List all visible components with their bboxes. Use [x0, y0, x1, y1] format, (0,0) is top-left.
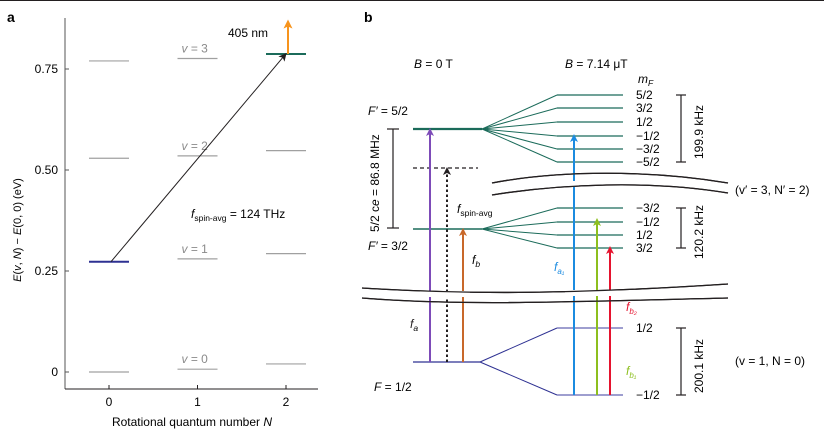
- upper-manifold-label: (v′ = 3, N′ = 2): [735, 183, 810, 197]
- split-F12-label: 200.1 kHz: [692, 339, 706, 393]
- y-tick-label: 0.50: [35, 163, 59, 177]
- mF-label-F12: 1/2: [636, 321, 653, 335]
- ionization-label: 405 nm: [228, 26, 268, 40]
- mF-labels: 5/23/21/2−1/2−3/2−5/2−3/2−1/21/23/21/2−1…: [636, 88, 660, 402]
- split-bracket-F32: [676, 207, 686, 249]
- fan-line-F52: [481, 128, 558, 137]
- break-gap-right: [565, 290, 617, 296]
- split-bracket-F12: [676, 327, 686, 396]
- mF-label-F52: −1/2: [636, 129, 660, 143]
- fan-line-F52: [481, 121, 558, 130]
- split-bracket-F52: [676, 94, 686, 163]
- mF-label-F52: 1/2: [636, 115, 653, 129]
- v-label: v = 0: [182, 352, 209, 366]
- x-tick-label: 2: [283, 395, 290, 409]
- split-F52-label: 199.9 kHz: [692, 105, 706, 159]
- spin-avg-transition-arrow: [110, 52, 287, 263]
- F32-label: F′ = 3/2: [368, 239, 408, 253]
- F52-label: F′ = 5/2: [368, 104, 408, 118]
- fan-line-F32: [481, 207, 558, 230]
- x-ticks: 0 1 2: [106, 385, 290, 409]
- fan-line-F52: [481, 94, 558, 130]
- fan-line-F52: [481, 107, 558, 130]
- mF-label-F52: −5/2: [636, 155, 660, 169]
- x-tick-label: 1: [194, 395, 201, 409]
- top-rule: [0, 0, 824, 1]
- panel-a-label: a: [7, 9, 15, 25]
- zeeman-fans: [479, 94, 623, 396]
- mF-label-F32: −1/2: [636, 215, 660, 229]
- fan-line-F32: [481, 228, 558, 236]
- label-fb: fb: [472, 253, 480, 269]
- hyperfine-split-label: 5/2 ce = 86.8 MHz: [368, 134, 382, 232]
- v-label: v = 3: [182, 41, 209, 55]
- v-labels: v = 0 v = 1 v = 2 v = 3: [182, 41, 209, 366]
- y-ticks: 0 0.25 0.50 0.75: [35, 62, 69, 379]
- fan-line-F12: [479, 327, 558, 363]
- panel-a: a 0 0.25 0.50 0.75 0 1 2 E(v, N) − E(0, 0) (e…: [7, 9, 318, 429]
- break-gap-upper: [565, 181, 579, 186]
- mF-label-F32: 3/2: [636, 241, 653, 255]
- mF-label-F52: 3/2: [636, 101, 653, 115]
- y-axis-label: E(v, N) − E(0, 0) (eV): [12, 178, 24, 282]
- y-tick-label: 0.25: [35, 264, 59, 278]
- mF-label-F32: −3/2: [636, 201, 660, 215]
- v-label: v = 1: [182, 242, 209, 256]
- label-fb2: fb₂: [626, 300, 637, 316]
- fan-line-F52: [481, 128, 558, 163]
- fan-line-F32: [481, 221, 558, 230]
- field-nonzero-label: B = 7.14 μT: [565, 57, 628, 71]
- mF-label-F52: 5/2: [636, 88, 653, 102]
- v-label: v = 2: [182, 139, 209, 153]
- break-gap-left: [420, 291, 470, 297]
- label-fa1: fa₁: [554, 260, 565, 276]
- field-zero-label: B = 0 T: [414, 57, 453, 71]
- axis-break-upper-1-redraw: [491, 172, 729, 184]
- mF-header: mF: [638, 72, 654, 88]
- label-fspin-avg: fspin-avg: [457, 202, 493, 218]
- fan-line-F52: [481, 128, 558, 150]
- axis-break-lower-1-redraw: [361, 283, 729, 294]
- panel-b-label: b: [364, 9, 373, 25]
- split-F32-label: 120.2 kHz: [692, 205, 706, 259]
- transition-label: fspin-avg = 124 THz: [191, 207, 285, 223]
- lower-manifold-label: (v = 1, N = 0): [735, 354, 805, 368]
- x-axis-label: Rotational quantum number N: [112, 415, 272, 429]
- mF-label-F52: −3/2: [636, 142, 660, 156]
- label-fb1: fb₁: [626, 364, 637, 380]
- mF-label-F32: 1/2: [636, 228, 653, 242]
- mF-label-F12: −1/2: [636, 388, 660, 402]
- axis-break-lower-2-redraw: [361, 297, 729, 304]
- label-fa: fa: [410, 317, 418, 333]
- panel-b: b B = 0 T B = 7.14 μT mF F′ = 5/2 F′ = 3…: [361, 9, 810, 402]
- axis-break-upper-2-redraw: [491, 184, 729, 196]
- x-tick-label: 0: [106, 395, 113, 409]
- fan-line-F32: [481, 228, 558, 249]
- fan-line-F12: [479, 361, 558, 396]
- y-tick-label: 0: [51, 365, 58, 379]
- F12-label: F = 1/2: [374, 380, 412, 394]
- y-tick-label: 0.75: [35, 62, 59, 76]
